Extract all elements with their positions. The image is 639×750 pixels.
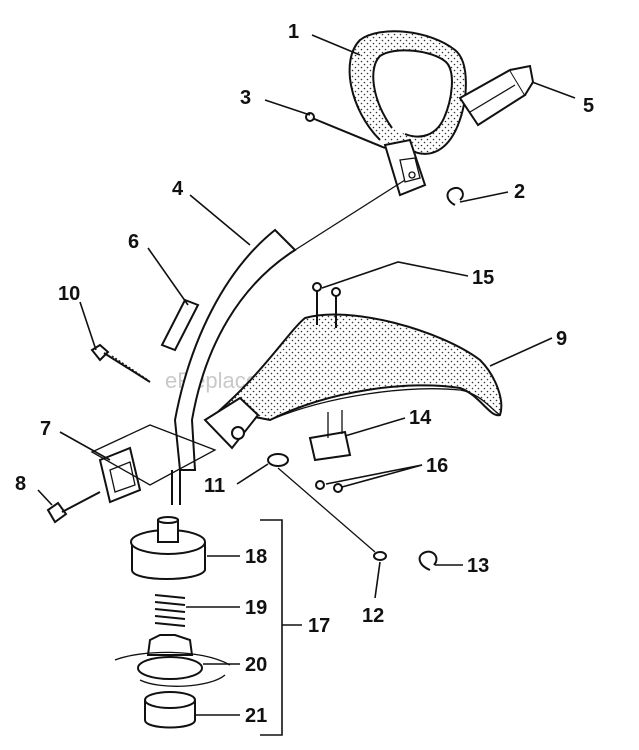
callout-6: 6 [128,231,139,253]
part-4-shaft-tube [171,179,406,505]
callout-18: 18 [245,546,267,568]
callout-5: 5 [583,95,594,117]
part-9-guard [217,313,503,422]
handle-clamp-bracket [383,138,427,197]
part-8-screw [46,491,101,524]
part-13-e-clip [418,550,438,571]
part-18-spool-housing [130,516,206,580]
part-21-bump-knob [144,691,196,729]
part-1-loop-handle [348,30,467,155]
part-6-label-strip [160,298,200,352]
callout-17: 17 [308,615,330,637]
callout-8: 8 [15,473,26,495]
callout-4: 4 [172,178,184,200]
callout-12: 12 [362,605,384,627]
callout-13: 13 [467,555,489,577]
part-2-clip [446,186,464,206]
part-16-nut-b [333,483,343,493]
part-20-spool [114,634,231,687]
callout-2: 2 [514,181,525,203]
part-7-clamp [90,424,217,504]
leader-lines [37,34,576,716]
part-10-bolt [90,343,151,383]
callout-3: 3 [240,87,251,109]
part-19-spring [154,594,186,627]
guard-mount-bracket [203,396,260,450]
callout-10: 10 [58,283,80,305]
part-14-spacer-block [308,410,352,462]
part-17-assembly-bracket [260,519,283,736]
callout-15: 15 [472,267,494,289]
callout-21: 21 [245,705,267,727]
washer-alignment-line [277,467,376,553]
part-5-handle-grip [458,64,535,127]
part-15-screws [312,282,341,328]
callout-9: 9 [556,328,567,350]
callout-14: 14 [409,407,432,429]
callout-16: 16 [426,455,448,477]
part-11-washer [267,453,289,467]
callout-11: 11 [204,475,225,497]
part-16-nut-a [315,480,325,490]
callout-19: 19 [245,597,267,619]
part-12-small-washer [373,551,387,561]
callout-7: 7 [40,418,51,440]
callout-1: 1 [288,21,299,43]
callout-20: 20 [245,654,267,676]
